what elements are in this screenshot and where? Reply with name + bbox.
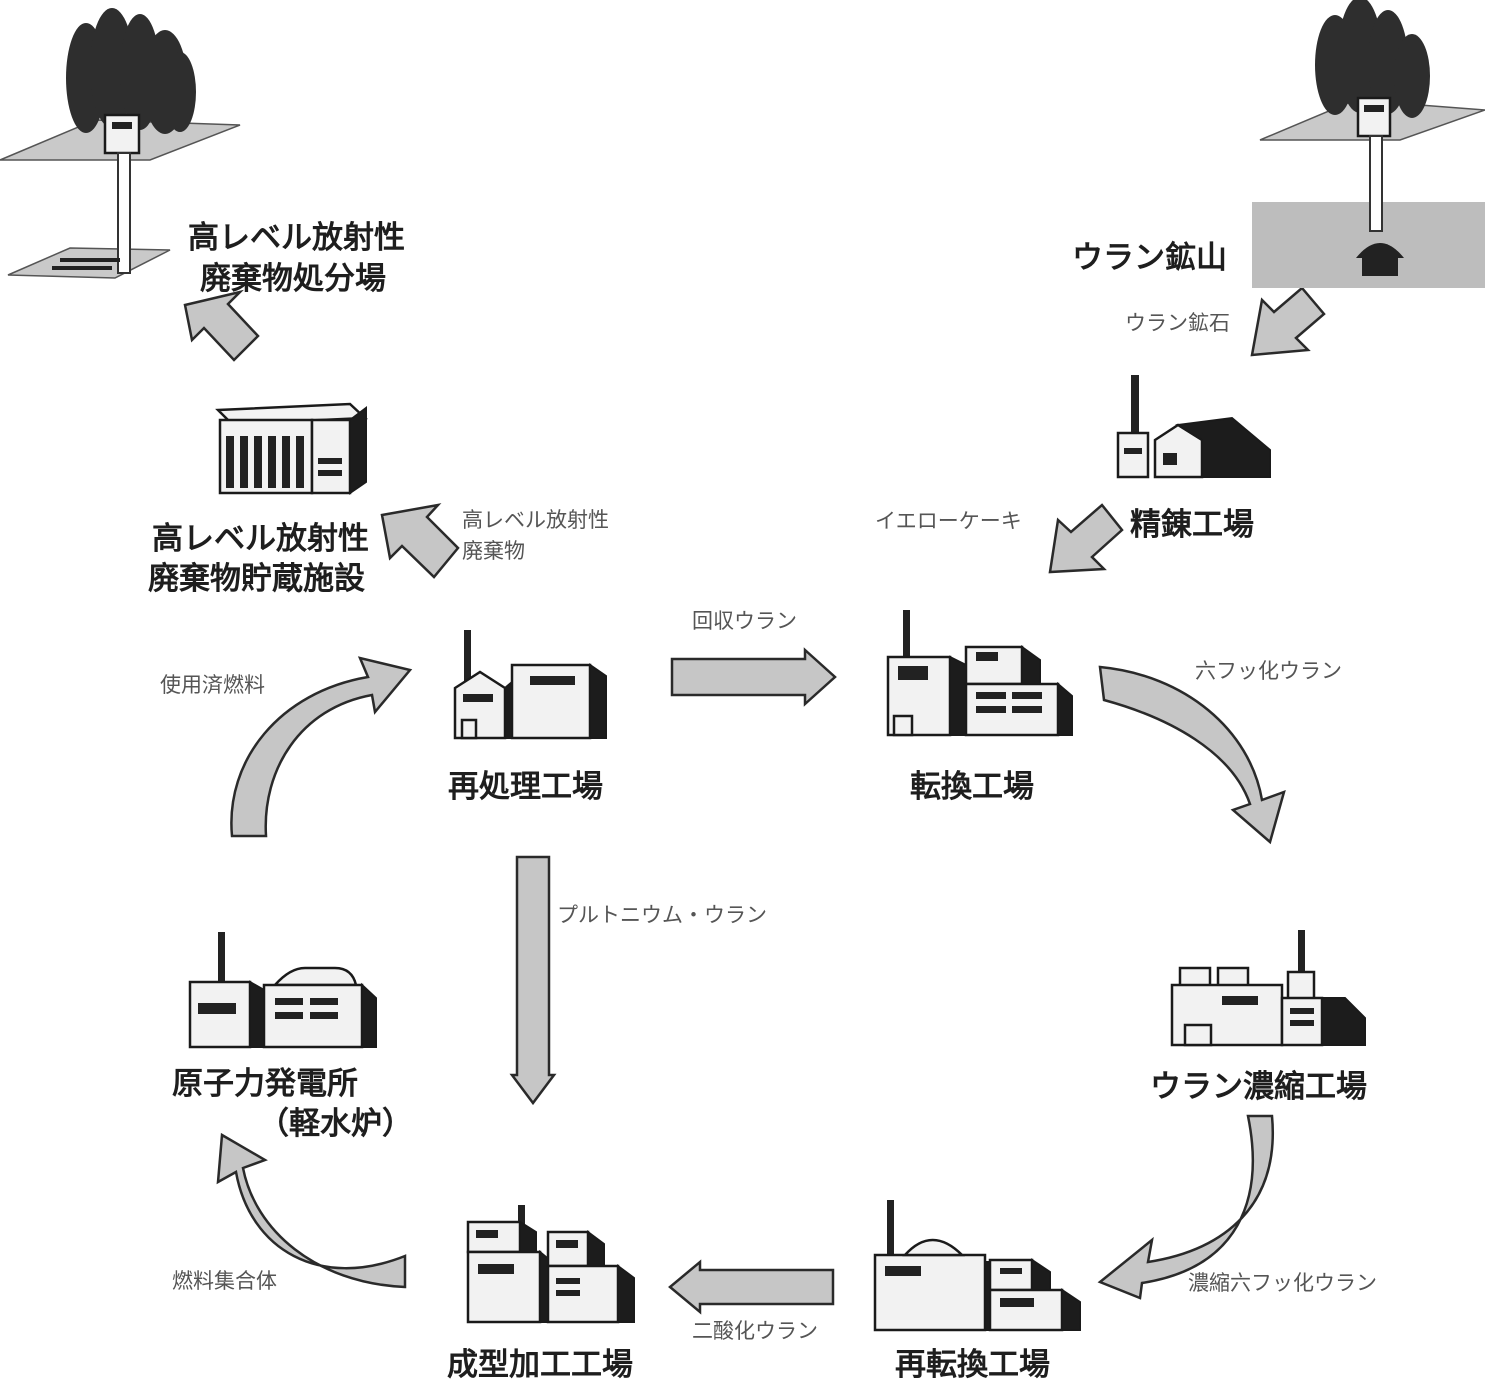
uranium-mine-label: ウラン鉱山 [1072,240,1227,276]
hlw-storage-facility-icon [215,402,369,495]
arrow-refinery-to-conversion [1048,503,1124,574]
arrow-reprocessing-to-fabrication [509,855,557,1106]
conversion-label: 転換工場 [910,769,1034,805]
fuel-fabrication-label: 成型加工工場 [447,1347,633,1383]
arrow-reprocessing-to-conversion [670,647,837,707]
nuclear-power-plant-icon [188,932,377,1049]
arrow-powerplant-to-reprocessing [230,656,413,838]
spent-fuel-label: 使用済燃料 [160,673,265,697]
hlw-disposal-label-line1: 高レベル放射性 [188,220,405,256]
hlw-disposal-label-line2: 廃棄物処分場 [200,261,386,297]
fuel-fabrication-plant-icon [466,1205,635,1324]
refinery-icon [1116,375,1271,479]
fuel-assembly-label: 燃料集合体 [172,1269,277,1293]
arrow-reconversion-to-fabrication [668,1259,835,1315]
refinery-label: 精錬工場 [1130,507,1254,543]
recovered-uranium-label: 回収ウラン [692,609,797,633]
hlw-material-label-line2: 廃棄物 [462,539,525,563]
arrow-mine-to-refinery [1250,286,1326,357]
uranium-mine-icon [1252,0,1485,288]
enriched-uf6-label: 濃縮六フッ化ウラン [1188,1271,1377,1295]
enrichment-plant-icon [1170,930,1366,1047]
reprocessing-label: 再処理工場 [448,769,603,805]
uranium-ore-label: ウラン鉱石 [1125,311,1230,335]
arrow-fabrication-to-powerplant [216,1132,407,1289]
conversion-plant-icon [886,610,1073,737]
yellowcake-label: イエローケーキ [875,509,1022,533]
reprocessing-plant-icon [453,630,607,740]
uf6-label: 六フッ化ウラン [1195,659,1342,683]
power-plant-label-line2: （軽水炉） [258,1106,413,1142]
reconversion-plant-icon [873,1200,1081,1332]
enrichment-label: ウラン濃縮工場 [1150,1069,1367,1105]
hlw-storage-label-line2: 廃棄物貯蔵施設 [148,561,365,597]
arrow-enrichment-to-reconversion [1097,1114,1275,1300]
power-plant-label-line1: 原子力発電所 [172,1066,358,1102]
plutonium-uranium-label: プルトニウム・ウラン [557,903,767,927]
hlw-disposal-site-icon [0,8,241,279]
arrow-conversion-to-enrichment [1098,665,1286,845]
arrow-storage-to-disposal [183,289,260,362]
reconversion-label: 再転換工場 [895,1347,1050,1383]
uranium-dioxide-label: 二酸化ウラン [692,1319,818,1343]
hlw-storage-label-line1: 高レベル放射性 [152,521,369,557]
arrow-reprocessing-to-storage [380,503,460,579]
hlw-material-label-line1: 高レベル放射性 [462,508,609,532]
